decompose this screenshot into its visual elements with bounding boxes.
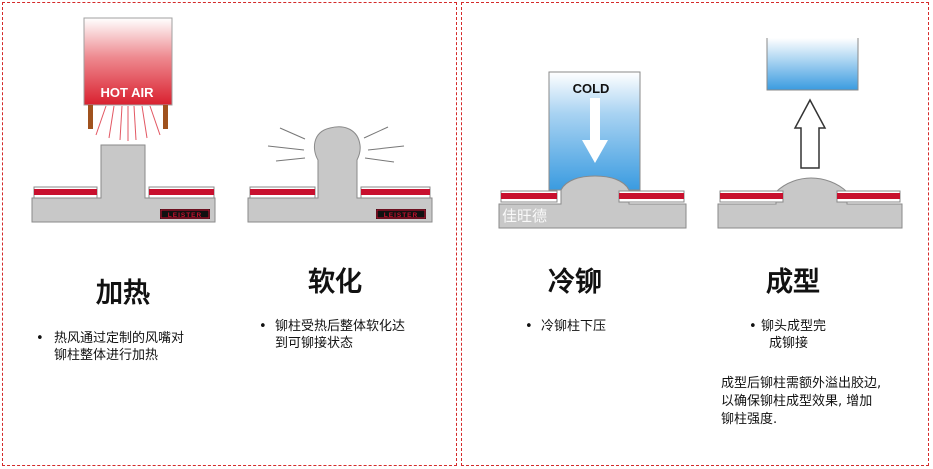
brand-label: LEISTER [168, 212, 202, 219]
step-title-heating: 加热 [96, 278, 150, 309]
rivet-body [498, 175, 687, 229]
step-forming-figure [717, 38, 903, 229]
desc-line: 铆柱受热后整体软化达 [275, 319, 406, 334]
down-arrow-icon [582, 98, 608, 163]
step-heating-figure [31, 17, 216, 223]
watermark: 佳旺德 [502, 207, 548, 225]
formed-rivet [717, 177, 903, 229]
step-desc-forming: 铆头成型完 成铆接 [761, 318, 901, 352]
bullet-icon: • [749, 319, 757, 334]
step-title-forming: 成型 [766, 267, 820, 298]
bullet-icon: • [259, 319, 267, 334]
desc-line: 铆头成型完 [761, 319, 827, 334]
step-title-cold-rivet: 冷铆 [548, 267, 602, 298]
left-panel-frame [2, 2, 457, 466]
desc-line: 冷铆柱下压 [541, 319, 607, 334]
brand-badge [376, 209, 426, 219]
hot-air-nozzle [83, 17, 173, 106]
desc-line: 热风通过定制的风嘴对 [54, 331, 185, 346]
step-desc-heating: 热风通过定制的风嘴对 铆柱整体进行加热 [54, 330, 224, 364]
step-title-softening: 软化 [308, 267, 362, 298]
heat-radiation-lines [267, 126, 405, 163]
step-desc-softening: 铆柱受热后整体软化达 到可铆接状态 [275, 318, 450, 352]
brand-badge [160, 209, 210, 219]
softened-rivet [247, 126, 433, 223]
bullet-icon: • [525, 319, 533, 334]
desc-line: 到可铆接状态 [275, 336, 354, 351]
cold-tool-retracted [766, 38, 859, 91]
cold-label: COLD [573, 81, 610, 96]
hot-air-label: HOT AIR [101, 85, 155, 100]
nozzle-leg-right [163, 105, 168, 129]
brand-label: LEISTER [384, 212, 418, 219]
note-line: 铆柱强度. [721, 412, 778, 427]
step-softening-figure [247, 126, 433, 223]
right-panel-frame [461, 2, 929, 466]
desc-line: 铆柱整体进行加热 [54, 348, 159, 363]
step-cold-rivet-figure [498, 71, 687, 229]
desc-line: 成铆接 [769, 336, 809, 351]
nozzle-leg-left [88, 105, 93, 129]
note-line: 以确保铆柱成型效果, 增加 [721, 394, 873, 409]
forming-note: 成型后铆柱需额外溢出胶边, 以确保铆柱成型效果, 增加 铆柱强度. [721, 375, 931, 429]
up-arrow-icon [793, 98, 827, 169]
step-desc-cold-rivet: 冷铆柱下压 [541, 318, 691, 335]
bullet-icon: • [36, 331, 44, 346]
note-line: 成型后铆柱需额外溢出胶边, [721, 376, 882, 391]
hot-air-rays [95, 105, 161, 141]
